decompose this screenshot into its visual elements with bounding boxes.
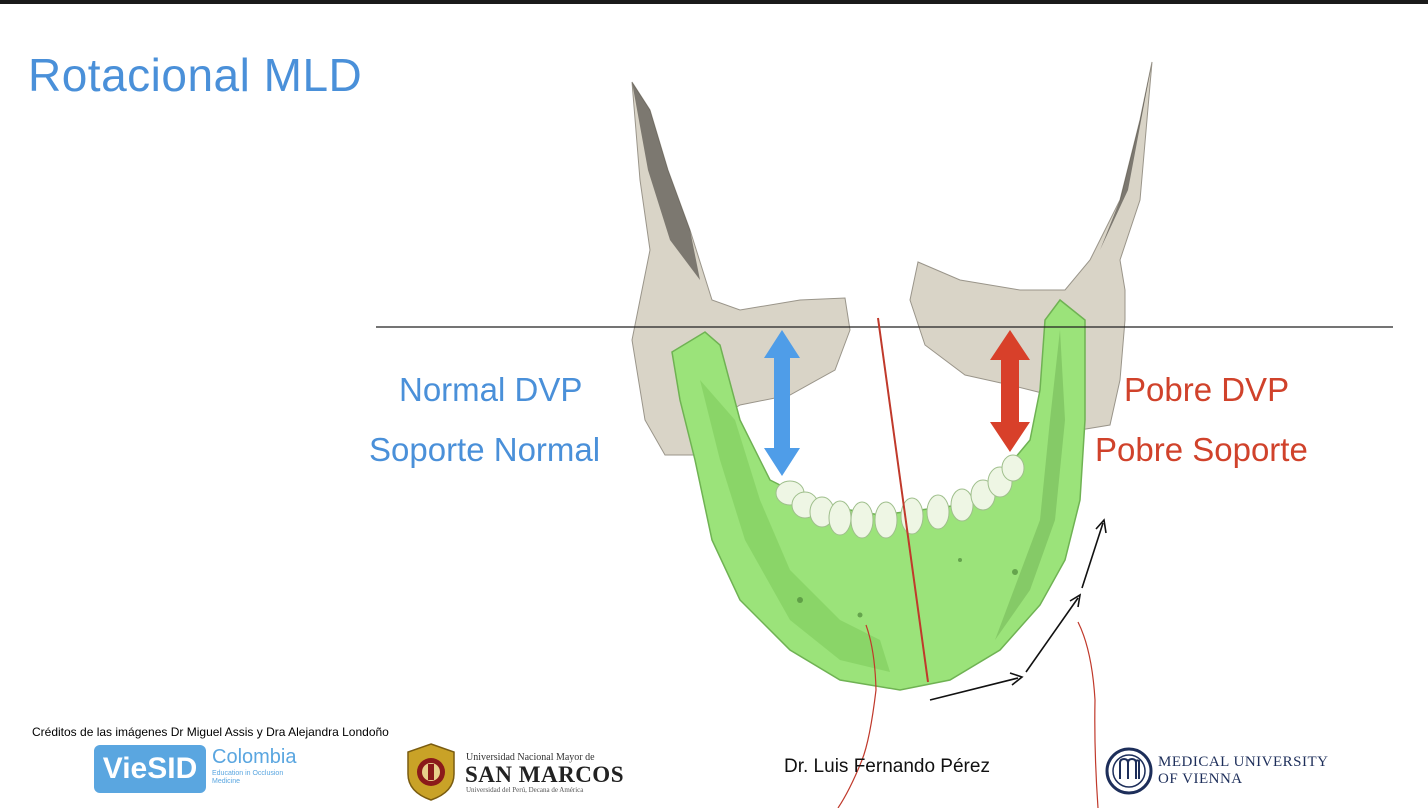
poor-dvp-arrow — [990, 330, 1030, 452]
poor-support-label: Pobre Soporte — [1095, 431, 1308, 468]
rotation-arrows — [929, 518, 1107, 701]
midline — [877, 317, 929, 683]
author-name: Dr. Luis Fernando Pérez — [784, 756, 990, 777]
vienna-name-line2: OF VIENNA — [1158, 771, 1243, 787]
san-marcos-name: SAN MARCOS — [465, 762, 624, 787]
vienna-seal-icon — [1105, 747, 1153, 795]
san-marcos-subtitle: Universidad del Perú, Decana de América — [466, 786, 584, 794]
right-coronoid-bone — [909, 61, 1153, 431]
right-red-contour — [1077, 621, 1099, 808]
slide-title: Rotacional MLD — [28, 49, 363, 101]
san-marcos-crest-icon — [407, 743, 455, 801]
teeth — [775, 454, 1025, 539]
left-red-contour — [837, 624, 877, 808]
normal-dvp-arrow — [764, 330, 800, 476]
san-marcos-top-line: Universidad Nacional Mayor de — [466, 752, 595, 763]
normal-support-label: Soporte Normal — [369, 431, 601, 468]
image-credits: Créditos de las imágenes Dr Miguel Assis… — [32, 725, 389, 739]
viesid-country: Colombia — [212, 746, 297, 768]
viesid-logo: VieSID — [94, 745, 206, 793]
vienna-name: MEDICAL UNIVERSITY OF VIENNA — [1158, 754, 1329, 788]
vienna-name-line1: MEDICAL UNIVERSITY — [1158, 754, 1329, 770]
poor-dvp-label: Pobre DVP — [1124, 371, 1290, 408]
normal-dvp-label: Normal DVP — [399, 371, 583, 408]
window-top-edge — [0, 0, 1428, 4]
left-coronoid-bone — [631, 81, 851, 456]
viesid-tagline: Education in Occlusion Medicine — [212, 770, 284, 785]
